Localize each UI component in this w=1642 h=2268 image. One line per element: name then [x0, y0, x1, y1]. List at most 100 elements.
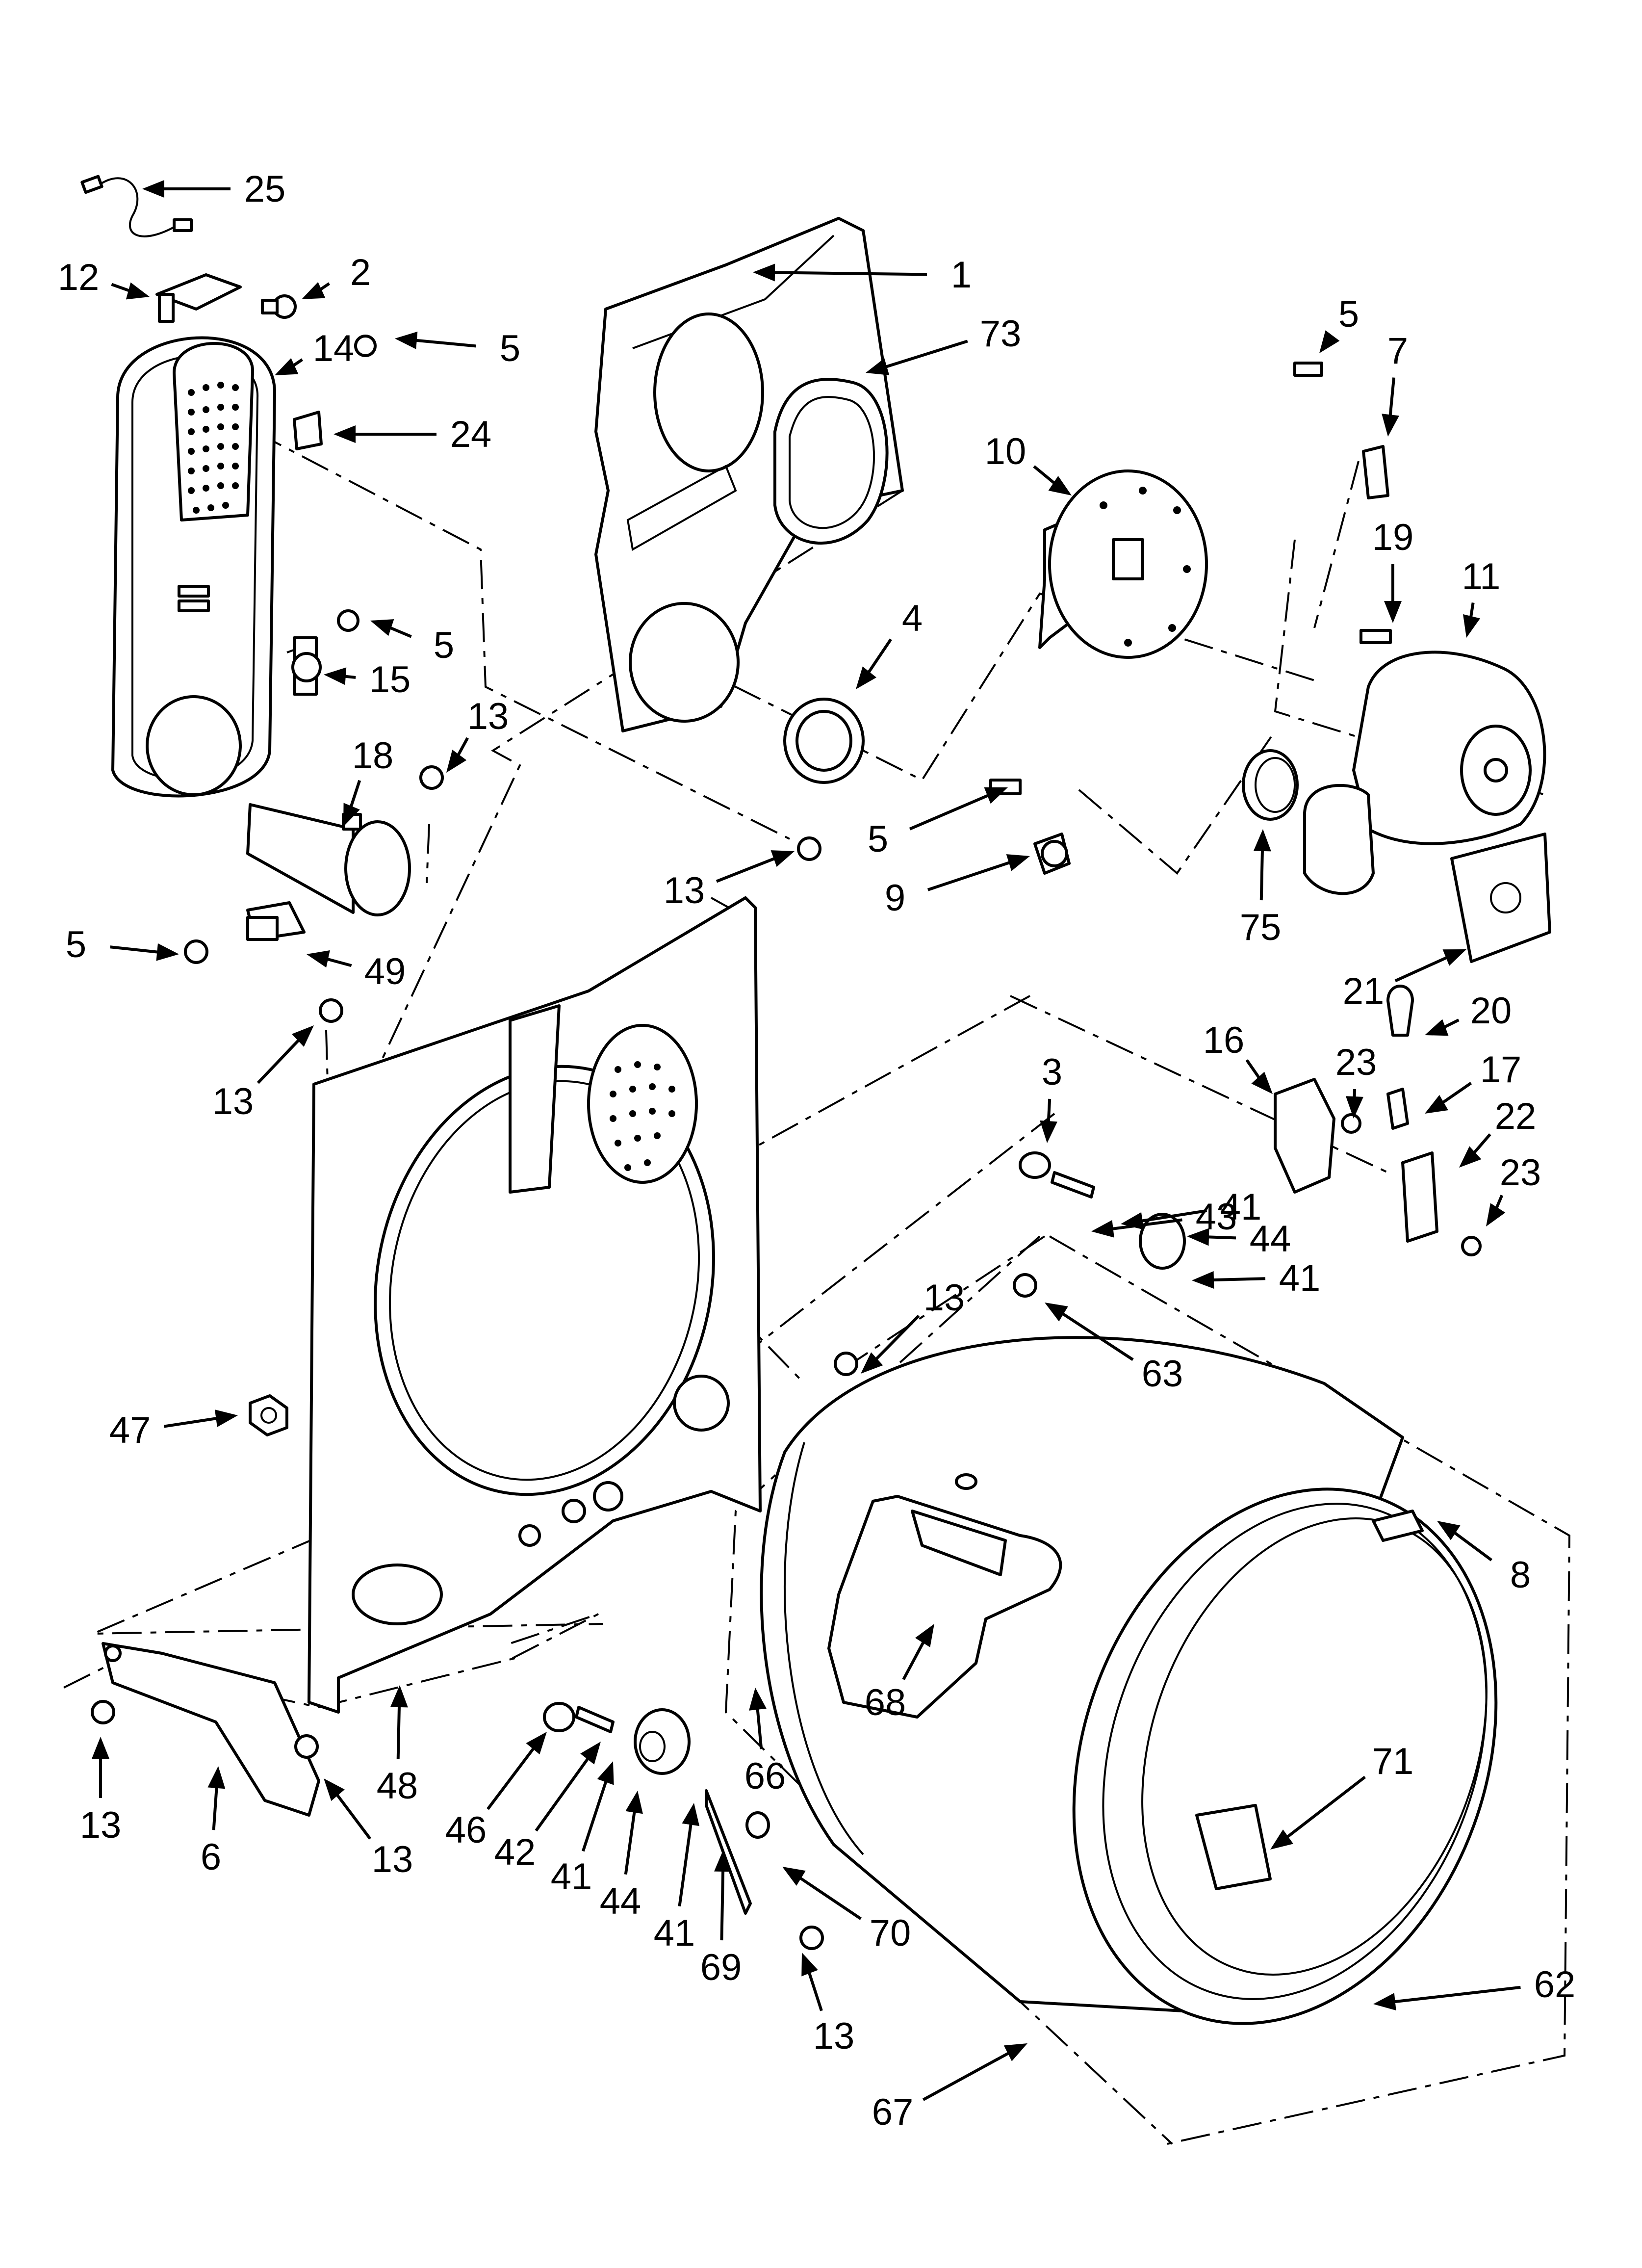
callout-label: 44 [600, 1880, 641, 1922]
arrow-head [324, 1778, 345, 1801]
part-9-pulley [1033, 833, 1071, 875]
part-17-holder [1386, 1088, 1409, 1130]
callout-label: 7 [1387, 330, 1408, 372]
arrow-head [307, 950, 330, 968]
arrow-head [1425, 1019, 1449, 1036]
callout-label: 2 [350, 252, 371, 293]
callout-label: 5 [1338, 293, 1359, 335]
callout-44: 44 [1187, 1218, 1291, 1260]
leader-line [409, 338, 476, 348]
callout-label: 14 [313, 328, 355, 369]
arrow-head [142, 180, 164, 198]
part-49-connector [246, 901, 306, 941]
arrow-head [1003, 2043, 1027, 2061]
callout-20: 20 [1425, 990, 1512, 1036]
callout-label: 73 [980, 313, 1022, 355]
arrow-head [1486, 1203, 1506, 1226]
callout-label: 23 [1335, 1042, 1377, 1083]
callout-69: 69 [700, 1850, 742, 1988]
callout-label: 17 [1480, 1049, 1522, 1091]
callout-3: 3 [1040, 1051, 1062, 1143]
arrow-head [1040, 1120, 1058, 1143]
arrow-head [984, 787, 1008, 804]
arrow-head [1425, 1095, 1448, 1114]
callout-18: 18 [343, 735, 393, 827]
arrow-head [302, 282, 326, 299]
leader-line [879, 339, 968, 370]
part-73-seal [773, 378, 889, 545]
leader-line [212, 1780, 219, 1830]
arrow-head [1251, 1071, 1273, 1094]
arrow-head [866, 358, 890, 375]
callout-label: 8 [1510, 1554, 1531, 1596]
part-11-blower-housing [1303, 651, 1546, 895]
leader-line [1448, 1527, 1493, 1562]
callout-label: 41 [1279, 1257, 1321, 1299]
leader-line [902, 1636, 928, 1680]
callout-label: 5 [500, 328, 520, 369]
arrow-head [526, 1732, 547, 1755]
leader-line [1259, 843, 1264, 901]
callout-7: 7 [1382, 330, 1408, 437]
callout-6: 6 [201, 1766, 226, 1878]
callout-15: 15 [324, 659, 410, 701]
callout-14: 14 [275, 328, 354, 375]
arrow-head [291, 1025, 314, 1047]
leader-line [871, 1314, 920, 1365]
arrow-head [1384, 601, 1402, 623]
callout-label: 18 [352, 735, 394, 777]
callout-label: 5 [434, 625, 454, 666]
callout-label: 15 [369, 659, 411, 701]
callout-label: 13 [80, 1804, 122, 1846]
callout-label: 75 [1240, 907, 1282, 948]
leader-line [755, 1702, 763, 1749]
arrow-head [1045, 1303, 1068, 1322]
roller-assembly-upper [1019, 1151, 1186, 1270]
arrow-head [1442, 949, 1466, 966]
part-12-sensor [155, 273, 242, 323]
callout-47: 47 [109, 1409, 238, 1451]
arrow-head [782, 1867, 806, 1886]
leader-line [332, 1789, 372, 1840]
callout-42: 42 [494, 1742, 601, 1873]
callout-12: 12 [58, 257, 150, 300]
callout-label: 5 [868, 818, 888, 860]
arrow-head [126, 282, 150, 300]
arrow-head [1253, 829, 1271, 852]
callout-5: 5 [395, 328, 520, 369]
callout-13: 13 [80, 1737, 122, 1846]
leader-line [678, 1817, 693, 1907]
callout-label: 41 [1220, 1186, 1262, 1228]
leader-line [396, 1699, 401, 1759]
callout-4: 4 [856, 598, 923, 689]
callout-label: 4 [902, 598, 923, 639]
callout-5: 5 [370, 619, 454, 666]
callout-70: 70 [782, 1867, 911, 1954]
callout-19: 19 [1372, 517, 1413, 623]
part-47-nut [249, 1394, 288, 1436]
callout-48: 48 [377, 1685, 418, 1807]
arrow-head [1382, 414, 1399, 437]
part-6-rail [102, 1642, 320, 1817]
arrow-head [1373, 1993, 1396, 2011]
callout-label: 25 [244, 168, 286, 210]
arrow-head [1459, 1146, 1482, 1168]
arrow-head [1187, 1228, 1209, 1246]
leader-line [487, 1742, 539, 1810]
callout-label: 1 [951, 254, 972, 296]
arrow-head [625, 1791, 643, 1814]
arrow-head [682, 1803, 700, 1826]
callout-label: 42 [494, 1831, 536, 1873]
callout-label: 70 [870, 1912, 911, 1954]
part-19-screw [1360, 629, 1392, 644]
callout-1: 1 [753, 254, 972, 296]
part-20-bulb [1386, 985, 1414, 1037]
callout-9: 9 [885, 854, 1030, 919]
part-2-screw [261, 294, 297, 319]
callout-10: 10 [985, 431, 1072, 495]
part-22-bracket [1401, 1151, 1438, 1243]
part-75-seal [1242, 749, 1299, 821]
screw-parts-left [184, 335, 821, 1023]
callout-label: 13 [813, 2015, 855, 2057]
